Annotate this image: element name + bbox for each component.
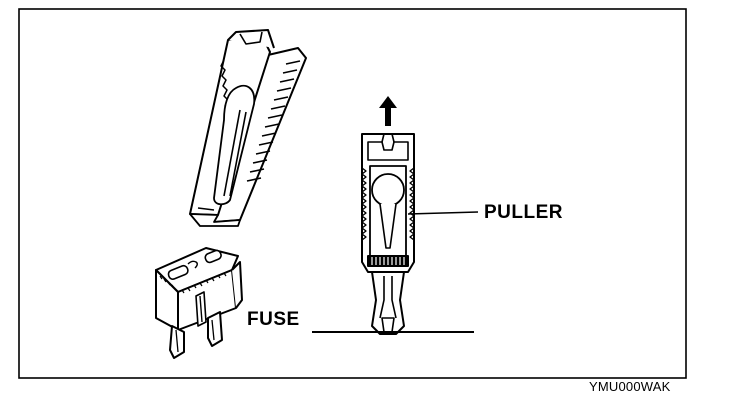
arrow-up-icon — [379, 96, 397, 126]
figure-frame — [18, 8, 687, 379]
figure-code: YMU000WAK — [589, 379, 671, 394]
puller-tilted-tip — [189, 213, 241, 227]
puller-tilted-ribs — [246, 60, 301, 182]
blade-fuse — [155, 247, 243, 359]
puller-upright-tip — [371, 271, 405, 335]
puller-tilted — [189, 29, 307, 227]
puller-leader-line — [407, 211, 479, 215]
puller-upright — [361, 133, 415, 335]
puller-label: PULLER — [484, 202, 563, 223]
fuse-label: FUSE — [247, 309, 300, 330]
fuse-leg-right — [207, 311, 223, 347]
